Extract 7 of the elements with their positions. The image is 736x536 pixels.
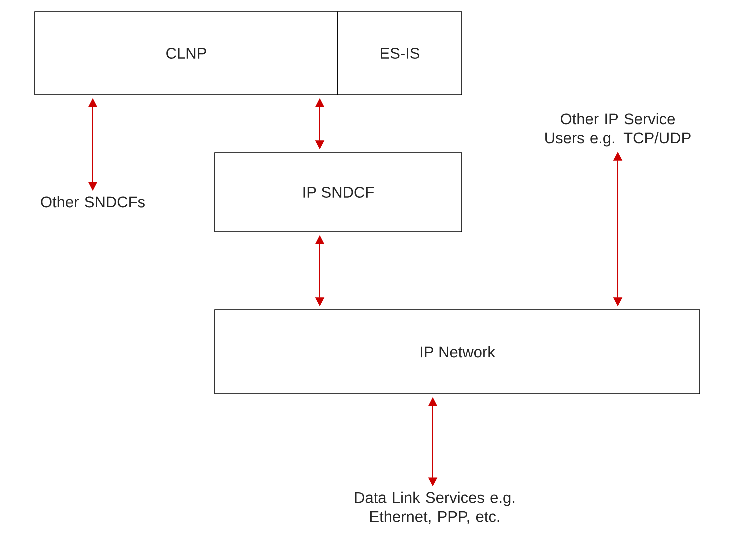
layer-box: IP Network bbox=[214, 310, 700, 394]
text-label: Data Link Services e.g. Ethernet, PPP, etc. bbox=[355, 492, 515, 524]
layer-box: CLNP bbox=[34, 12, 338, 96]
layer-box: IP SNDCF bbox=[214, 152, 462, 232]
text-label: Other IP Service Users e.g. TCP/UDP bbox=[546, 113, 691, 147]
layer-box: ES-IS bbox=[338, 12, 462, 96]
text-label: Other SNDCFs bbox=[41, 196, 145, 208]
